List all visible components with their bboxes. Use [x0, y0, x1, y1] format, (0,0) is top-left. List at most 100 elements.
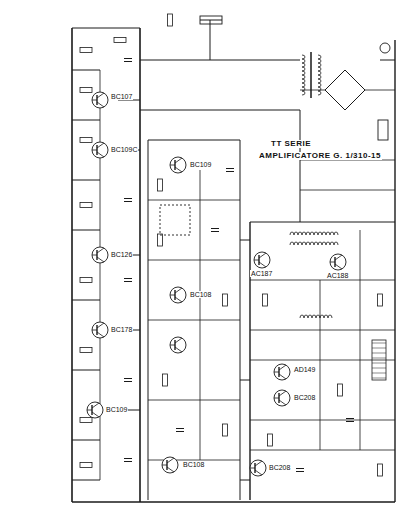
transistor-label: BC178 — [110, 326, 133, 333]
wire — [249, 222, 250, 500]
fuse — [200, 16, 222, 24]
coil-winding — [318, 83, 321, 87]
wire — [200, 20, 222, 21]
wire — [148, 400, 240, 401]
resistor-symbol — [80, 278, 92, 283]
coil-winding — [316, 315, 320, 318]
wire — [140, 110, 300, 111]
coil-winding — [294, 242, 298, 245]
resistor-symbol — [80, 48, 92, 53]
coil-winding — [298, 232, 302, 235]
wire — [72, 120, 100, 121]
resistor-symbol — [80, 138, 92, 143]
coil-winding — [290, 242, 294, 245]
switch-block — [160, 205, 190, 235]
coil-winding — [312, 315, 316, 318]
wire — [240, 380, 250, 381]
capacitor-symbol — [176, 429, 184, 432]
coil-winding — [314, 242, 318, 245]
wire — [250, 420, 395, 421]
coil-winding — [302, 242, 306, 245]
resistor-symbol — [158, 234, 163, 246]
transistor-symbol — [170, 287, 186, 303]
coil-winding — [314, 232, 318, 235]
resistor-symbol — [80, 348, 92, 353]
wire — [72, 480, 100, 481]
wire — [250, 360, 395, 361]
coil-winding — [302, 67, 305, 71]
wire — [250, 280, 395, 281]
transistor-label: BC126 — [110, 251, 133, 258]
transistor-symbol — [170, 337, 186, 353]
transistor-label: BC208 — [268, 464, 291, 471]
coil-winding — [334, 232, 338, 235]
coil-winding — [302, 91, 305, 95]
wire — [320, 280, 321, 450]
wire — [72, 440, 100, 441]
capacitor-symbol — [211, 229, 219, 232]
coil-winding — [318, 232, 322, 235]
wire — [139, 28, 141, 502]
coil-winding — [318, 91, 321, 95]
coil-winding — [302, 75, 305, 79]
wire — [210, 20, 211, 60]
filter-capacitor — [378, 120, 388, 140]
coil-winding — [302, 71, 305, 75]
coil-winding — [318, 55, 321, 59]
schematic-title: TT SERIE — [270, 140, 312, 148]
resistor-symbol — [114, 38, 126, 43]
coil-winding — [306, 242, 310, 245]
coil-winding — [298, 242, 302, 245]
transistor-symbol — [87, 402, 103, 418]
wire — [72, 180, 100, 181]
transistor-symbol — [250, 460, 266, 476]
transistor-symbol — [92, 247, 108, 263]
coil-winding — [300, 315, 304, 318]
wire — [72, 28, 140, 29]
coil-winding — [318, 75, 321, 79]
coil-winding — [318, 63, 321, 67]
transistor-label: BC109 — [189, 161, 212, 168]
resistor-symbol — [378, 294, 383, 306]
wire — [140, 60, 300, 61]
wire — [240, 240, 250, 241]
wire — [148, 140, 240, 141]
heat-sink — [372, 340, 386, 380]
transistor-symbol — [170, 157, 186, 173]
coil-winding — [294, 232, 298, 235]
resistor-symbol — [378, 464, 383, 476]
wire — [250, 222, 395, 223]
capacitor-symbol — [296, 469, 304, 472]
coil-winding — [302, 232, 306, 235]
coil-winding — [302, 59, 305, 63]
resistor-symbol — [163, 374, 168, 386]
wire — [72, 70, 100, 71]
transistor-label: BC109C — [110, 146, 138, 153]
coil-winding — [290, 232, 294, 235]
wire — [71, 28, 73, 502]
coil-winding — [334, 242, 338, 245]
wire — [148, 260, 240, 261]
resistor-symbol — [223, 294, 228, 306]
wire — [240, 480, 250, 481]
transistor-symbol — [254, 252, 270, 268]
transformer-core — [310, 52, 312, 98]
coil-winding — [302, 63, 305, 67]
transistor-label: BC107 — [110, 93, 133, 100]
wire — [250, 450, 395, 451]
wiring — [72, 14, 395, 502]
coil-winding — [302, 55, 305, 59]
resistor-symbol — [263, 294, 268, 306]
coil-winding — [302, 79, 305, 83]
resistor-symbol — [223, 424, 228, 436]
transistor-label: AD149 — [293, 366, 316, 373]
capacitor-symbol — [124, 59, 132, 62]
wire — [72, 300, 100, 301]
resistor-symbol — [268, 434, 273, 446]
resistor-symbol — [80, 88, 92, 93]
transistor-symbol — [330, 254, 346, 270]
wire — [200, 170, 201, 460]
wire — [300, 190, 395, 191]
